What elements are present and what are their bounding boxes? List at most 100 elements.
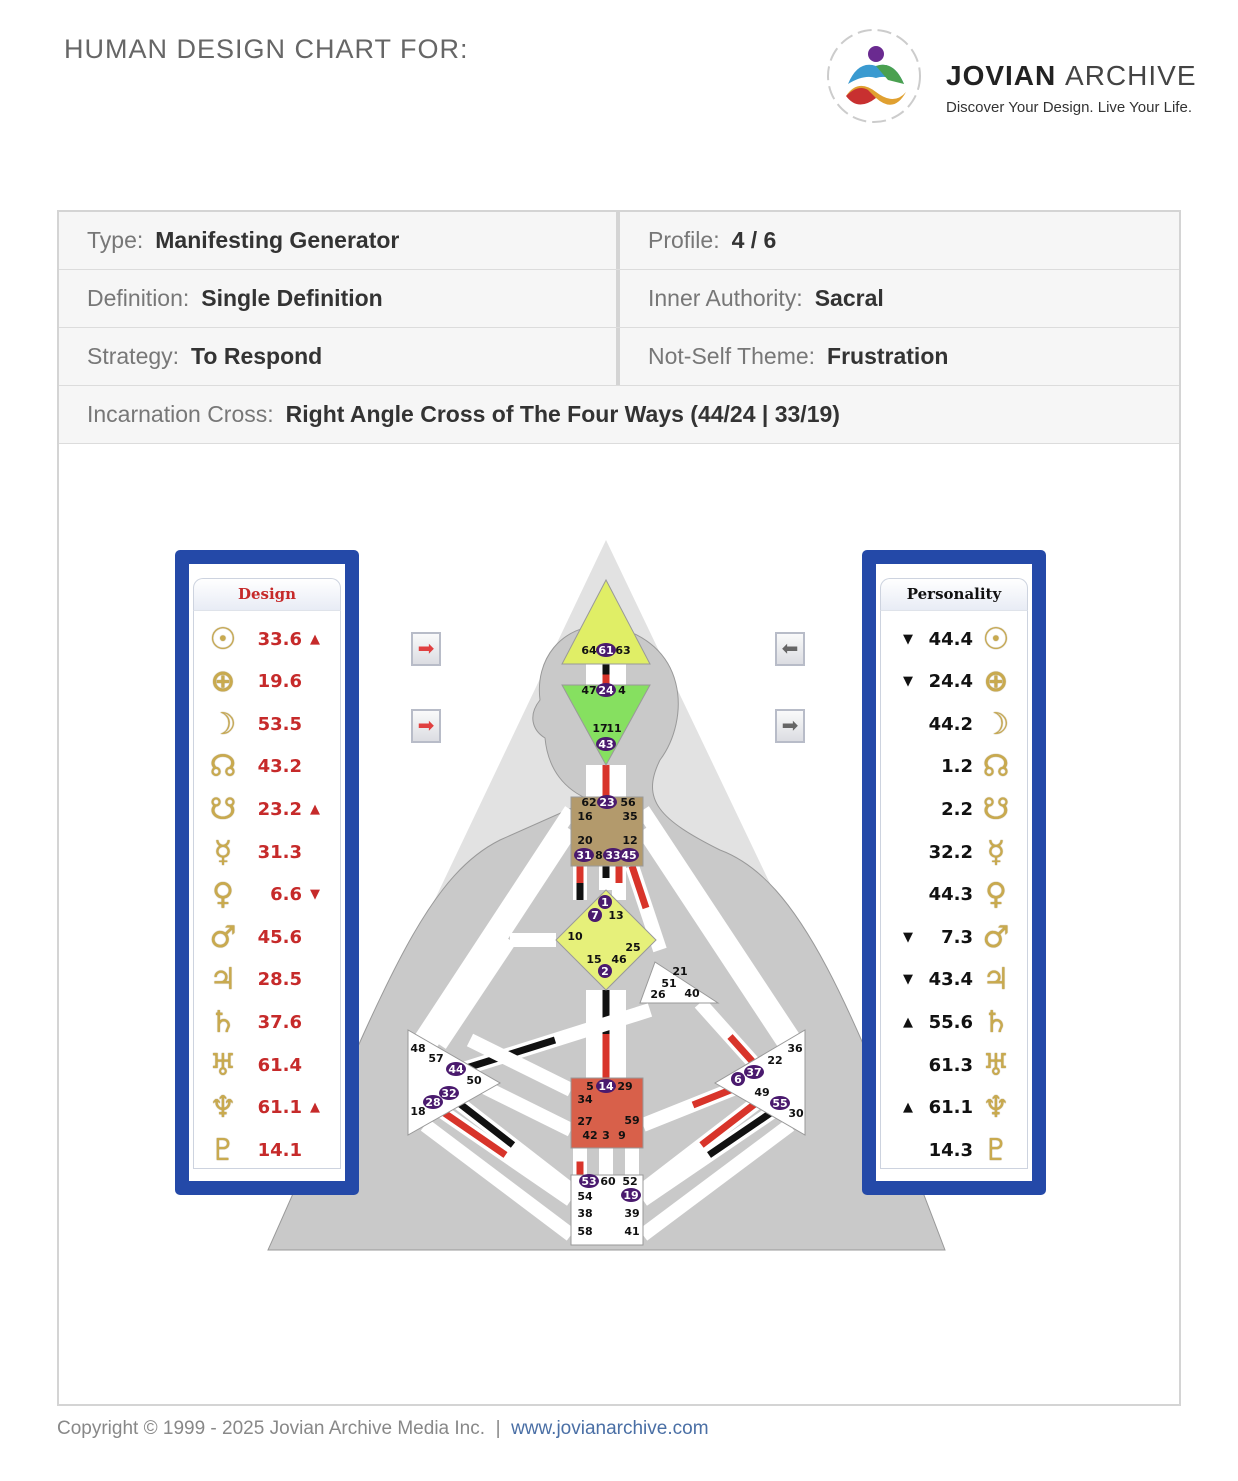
arrow-icon: ▼ <box>903 972 913 988</box>
channel-activation <box>707 1107 777 1158</box>
arrow-icon: ▼ <box>310 887 320 903</box>
gate-41: 41 <box>624 1225 639 1238</box>
uranus-icon: ♅ <box>982 1047 1010 1083</box>
gate-line-value: 31.3 <box>257 841 302 863</box>
gate-15: 15 <box>586 953 601 966</box>
gate-3: 3 <box>602 1129 610 1142</box>
gate-48: 48 <box>410 1042 425 1055</box>
gate-line-value: 7.3 <box>941 926 973 948</box>
personality-next-button[interactable]: ➡ <box>775 709 805 743</box>
info-row-4: Incarnation Cross:Right Angle Cross of T… <box>59 386 1179 444</box>
channel-activation <box>438 1107 508 1158</box>
activated-gate-marker <box>596 643 616 657</box>
planet-row-neptune: ▲61.1♆ <box>881 1088 1027 1128</box>
south-node-icon: ☋ <box>982 791 1010 827</box>
gate-1: 1 <box>601 896 609 909</box>
gate-37: 37 <box>746 1066 761 1079</box>
channel <box>424 826 577 1049</box>
gate-43: 43 <box>598 738 613 751</box>
neptune-icon: ♆ <box>209 1090 237 1126</box>
arrow-right-icon: ➡ <box>417 715 435 737</box>
gate-33: 33 <box>605 849 620 862</box>
gate-46: 46 <box>611 953 627 966</box>
gate-58: 58 <box>577 1225 592 1238</box>
website-link[interactable]: www.jovianarchive.com <box>511 1418 709 1439</box>
moon-icon: ☽ <box>209 706 237 742</box>
gate-17: 17 <box>592 722 607 735</box>
type-field: Type:Manifesting Generator <box>59 212 620 269</box>
activated-gate-marker <box>423 1095 443 1109</box>
planet-row-north-node: 1.2☊ <box>881 747 1027 787</box>
arrow-left-icon: ⬅ <box>781 638 799 660</box>
arrow-icon: ▲ <box>310 801 320 817</box>
gate-line-value: 44.3 <box>928 884 973 906</box>
gate-line-value: 61.3 <box>928 1054 973 1076</box>
mercury-icon: ☿ <box>986 834 1006 870</box>
definition-field: Definition:Single Definition <box>59 270 620 327</box>
gate-60: 60 <box>600 1175 616 1188</box>
brand-tagline: Discover Your Design. Live Your Life. <box>946 99 1192 116</box>
gate-14: 14 <box>598 1080 614 1093</box>
arrow-right-icon: ➡ <box>417 638 435 660</box>
jovian-archive-logo <box>827 29 921 123</box>
activated-gate-marker <box>744 1065 764 1079</box>
gate-6: 6 <box>734 1073 742 1086</box>
gate-line-value: 32.2 <box>928 841 973 863</box>
planet-row-pluto: 14.3♇ <box>881 1130 1027 1170</box>
planet-row-south-node: 2.2☋ <box>881 789 1027 829</box>
strategy-field: Strategy:To Respond <box>59 328 620 385</box>
gate-line-value: 28.5 <box>257 969 302 991</box>
gate-35: 35 <box>622 810 637 823</box>
channel <box>476 1078 575 1137</box>
channel <box>466 1033 575 1097</box>
personality-prev-button[interactable]: ⬅ <box>775 632 805 666</box>
channel-activation <box>628 864 650 910</box>
south-node-icon: ☋ <box>209 791 237 827</box>
sun-icon: ☉ <box>209 621 237 657</box>
pluto-icon: ♇ <box>209 1132 237 1168</box>
activated-gate-marker <box>596 683 616 697</box>
gate-line-value: 43.2 <box>257 756 302 778</box>
moon-icon: ☽ <box>982 706 1010 742</box>
gate-10: 10 <box>567 930 583 943</box>
uranus-icon: ♅ <box>209 1047 237 1083</box>
planet-row-uranus: ♅61.4 <box>194 1045 340 1085</box>
gate-36: 36 <box>787 1042 803 1055</box>
activated-gate-marker <box>621 1188 641 1202</box>
gate-61: 61 <box>598 644 613 657</box>
arrow-icon: ▲ <box>903 1014 913 1030</box>
planet-row-south-node: ☋23.2▲ <box>194 789 340 829</box>
gate-11: 11 <box>606 722 621 735</box>
channel <box>637 806 801 1044</box>
gate-28: 28 <box>425 1096 440 1109</box>
info-row-1: Type:Manifesting Generator Profile:4 / 6 <box>59 212 1179 270</box>
design-next-button-2[interactable]: ➡ <box>411 709 441 743</box>
gate-line-value: 14.1 <box>257 1139 302 1161</box>
gate-38: 38 <box>577 1207 592 1220</box>
channel-activation <box>452 1097 516 1148</box>
mars-icon: ♂ <box>209 919 237 955</box>
arrow-right-icon: ➡ <box>781 715 799 737</box>
gate-39: 39 <box>624 1207 639 1220</box>
jupiter-icon: ♃ <box>982 962 1010 998</box>
planet-row-jupiter: ♃28.5 <box>194 960 340 1000</box>
footer: Copyright © 1999 - 2025 Jovian Archive M… <box>57 1418 709 1439</box>
g-center <box>555 889 657 991</box>
gate-22: 22 <box>767 1054 782 1067</box>
activated-gate-marker <box>596 737 616 751</box>
info-row-2: Definition:Single Definition Inner Autho… <box>59 270 1179 328</box>
planet-row-mars: ♂45.6 <box>194 917 340 957</box>
gate-49: 49 <box>754 1086 769 1099</box>
page-title: HUMAN DESIGN CHART FOR: <box>64 34 469 64</box>
activated-gate-marker <box>597 795 617 809</box>
planet-row-neptune: ♆61.1▲ <box>194 1088 340 1128</box>
gate-line-value: 44.4 <box>928 628 973 650</box>
gate-26: 26 <box>650 988 666 1001</box>
gate-63: 63 <box>615 644 630 657</box>
arrow-icon: ▲ <box>310 1100 320 1116</box>
channel <box>414 806 577 1044</box>
design-next-button[interactable]: ➡ <box>411 632 441 666</box>
planet-row-earth: ▼24.4⊕ <box>881 662 1027 702</box>
planet-row-uranus: 61.3 ♅ <box>881 1045 1027 1085</box>
gate-line-value: 61.1 <box>928 1097 973 1119</box>
